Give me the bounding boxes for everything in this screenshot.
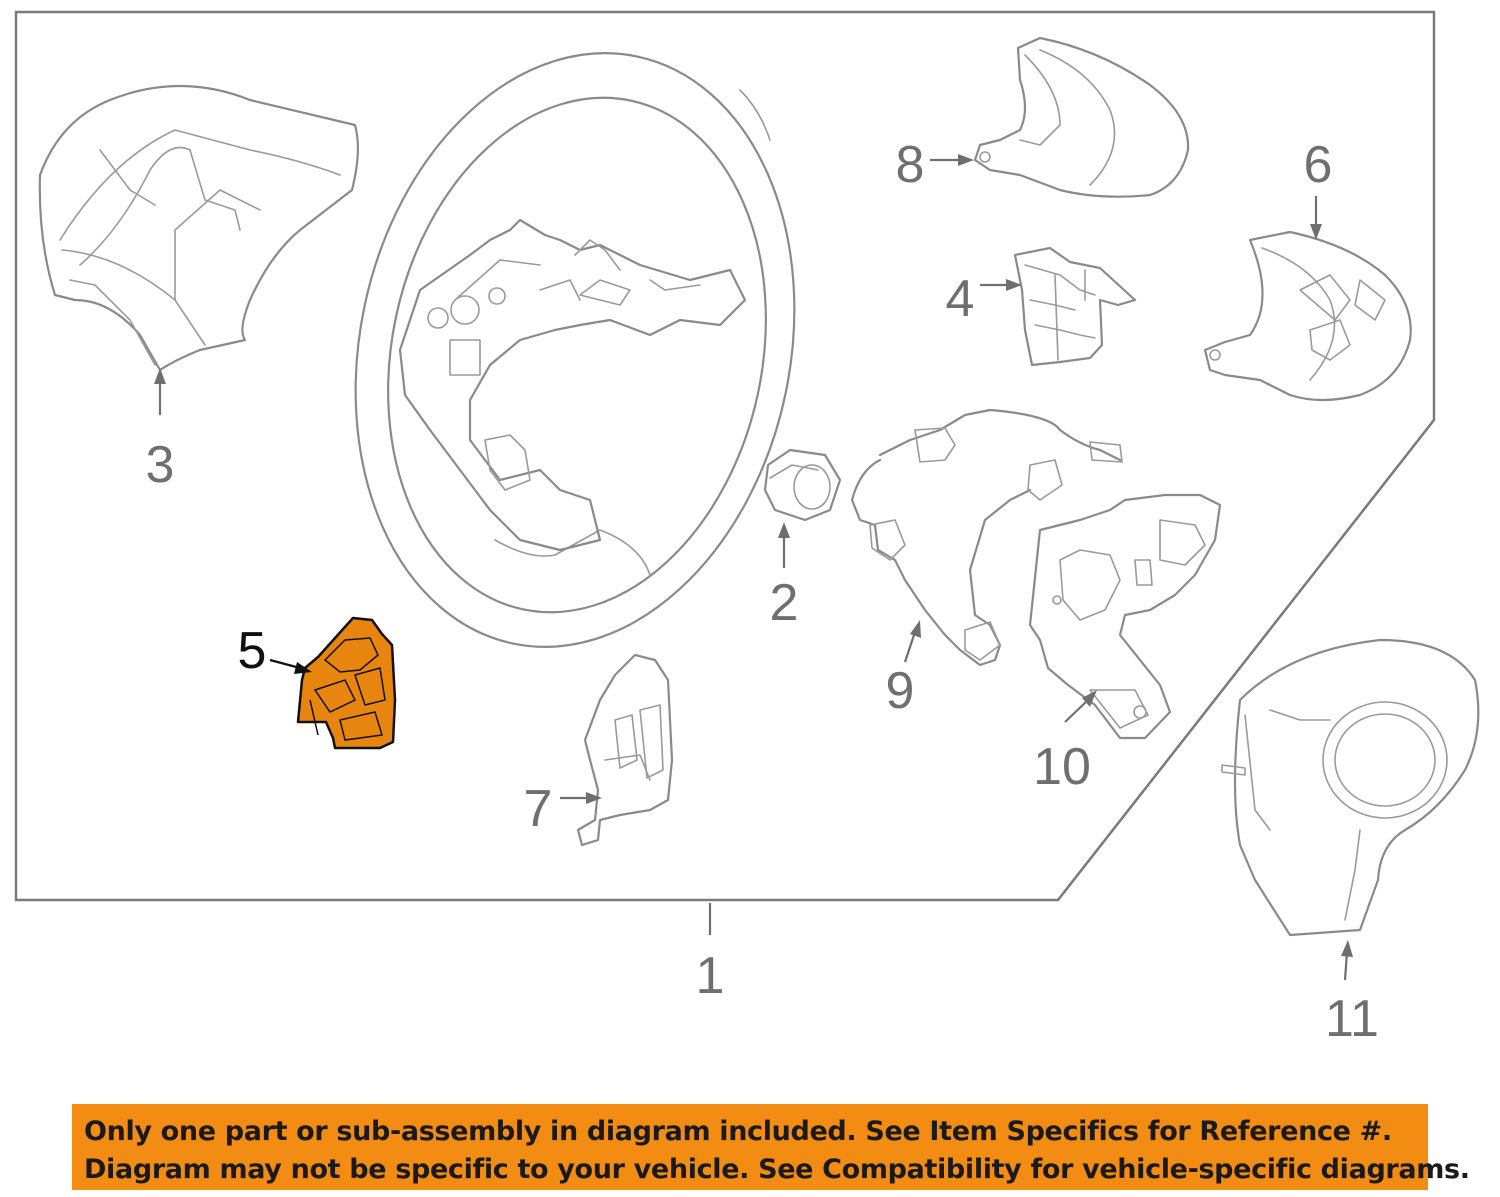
- arrow-9: [910, 620, 921, 638]
- part-3-rear-cover[interactable]: [38, 84, 359, 372]
- part-8-trim-cover[interactable]: [973, 36, 1190, 198]
- disclaimer-line-2: Diagram may not be specific to your vehi…: [84, 1154, 1470, 1185]
- part-1-steering-wheel[interactable]: [302, 12, 847, 688]
- arrow-2: [778, 522, 790, 538]
- leader-11: [1343, 951, 1349, 981]
- callout-7: 7: [524, 780, 553, 838]
- callout-3: 3: [146, 436, 175, 494]
- callout-10: 10: [1033, 738, 1091, 796]
- arrow-8: [958, 154, 974, 166]
- callout-9: 9: [886, 662, 915, 720]
- part-5-steering-wheel-switch[interactable]: [296, 616, 397, 750]
- disclaimer-banner: Only one part or sub-assembly in diagram…: [72, 1104, 1470, 1190]
- assembly-frame: [14, 10, 1436, 902]
- callout-leaders: [154, 154, 1353, 981]
- leader-10: [1064, 699, 1089, 723]
- arrow-4: [1006, 279, 1022, 291]
- part-11-airbag[interactable]: [1221, 638, 1480, 937]
- callout-4: 4: [946, 270, 975, 328]
- callout-2: 2: [770, 574, 799, 632]
- leader-9: [903, 631, 917, 663]
- part-10-bracket[interactable]: [1028, 493, 1222, 740]
- callout-1: 1: [696, 947, 725, 1005]
- arrow-7: [586, 792, 602, 804]
- arrow-11: [1341, 940, 1353, 957]
- arrow-6: [1310, 224, 1322, 240]
- arrow-5: [294, 662, 312, 674]
- callout-6: 6: [1304, 136, 1333, 194]
- arrow-3: [154, 368, 166, 384]
- callout-11: 11: [1325, 990, 1379, 1048]
- part-6-switch-bezel[interactable]: [1203, 230, 1412, 402]
- part-4-switch-assembly[interactable]: [1013, 246, 1137, 367]
- part-2-nut[interactable]: [763, 448, 842, 522]
- callout-8: 8: [896, 136, 925, 194]
- callout-5: 5: [238, 622, 267, 680]
- part-7-lower-trim[interactable]: [576, 653, 674, 847]
- leader-5: [269, 658, 301, 670]
- arrow-10: [1082, 690, 1097, 707]
- part-9-wire-harness[interactable]: [850, 408, 1123, 667]
- disclaimer-line-1: Only one part or sub-assembly in diagram…: [84, 1116, 1392, 1147]
